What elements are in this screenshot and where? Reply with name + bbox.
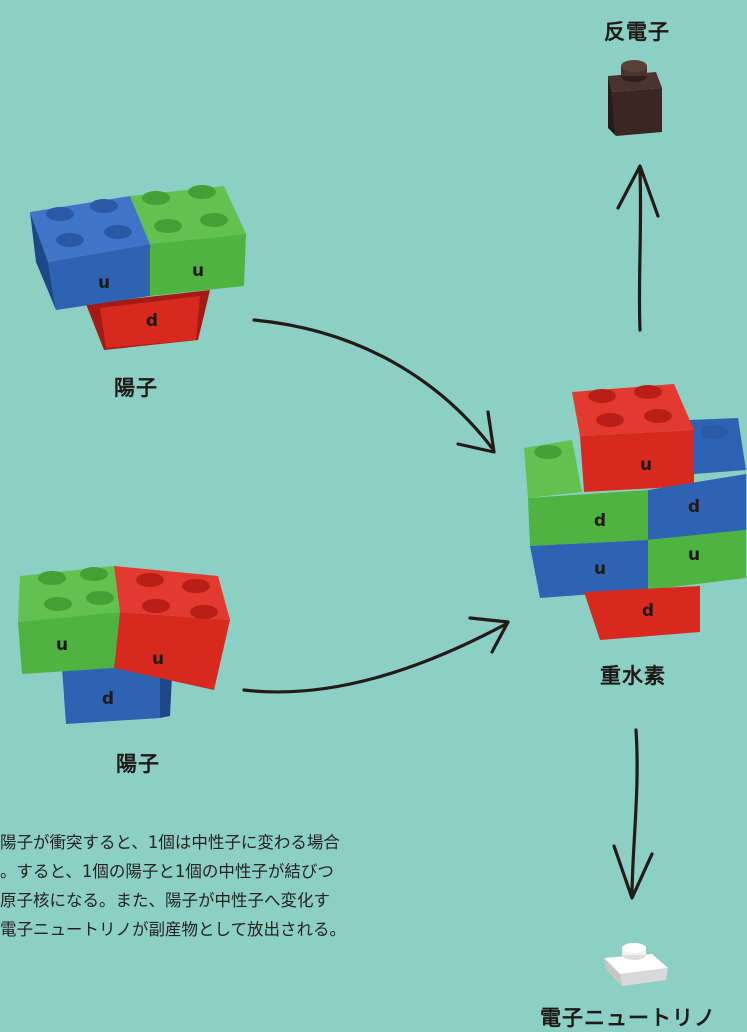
quark-label: u — [688, 545, 700, 565]
arrow-proton-top-head — [456, 410, 496, 454]
quark-brick-d: d — [62, 660, 172, 724]
deuterium-bricks: u d d u u d — [524, 384, 746, 640]
quark-brick-u: u — [572, 384, 694, 492]
deuterium-label: 重水素 — [600, 664, 666, 688]
quark-label: u — [594, 559, 606, 579]
quark-brick-u: u — [30, 196, 150, 310]
quark-label: d — [642, 601, 654, 621]
quark-brick-d: d — [524, 440, 648, 546]
caption-text: 陽子が衝突すると、1個は中性子に変わる場合 。すると、1個の陽子と1個の中性子が… — [0, 828, 470, 944]
quark-brick-u: u — [18, 566, 120, 674]
arrow-proton-top-to-deuterium — [252, 318, 494, 450]
quark-label: u — [192, 261, 204, 281]
caption-line: 陽子が衝突すると、1個は中性子に変わる場合 — [0, 833, 340, 852]
positron-brick — [608, 60, 662, 136]
quark-label: d — [146, 311, 158, 331]
caption-line: 電子ニュートリノが副産物として放出される。 — [0, 920, 347, 939]
quark-brick-u: u — [648, 530, 746, 590]
quark-brick-d: d — [584, 586, 700, 640]
arrow-up-head — [616, 164, 660, 218]
quark-brick-d: d — [648, 474, 746, 540]
positron-label: 反電子 — [604, 20, 670, 44]
quark-brick-u: u — [114, 566, 230, 690]
arrow-deuterium-to-positron — [637, 168, 643, 332]
neutrino-brick — [604, 943, 668, 986]
arrow-down-head — [612, 844, 654, 900]
quark-brick-d: d — [86, 290, 210, 350]
proton-top-bricks: d u u — [30, 185, 246, 350]
quark-label: u — [640, 455, 652, 475]
quark-label: d — [688, 497, 700, 517]
proton-bottom-label: 陽子 — [116, 752, 160, 776]
caption-line: 原子核になる。また、陽子が中性子へ変化す — [0, 891, 330, 910]
arrow-deuterium-to-neutrino — [630, 728, 639, 898]
arrow-proton-bottom-head — [468, 616, 510, 654]
quark-brick-u: u — [530, 540, 648, 598]
caption-line: 。すると、1個の陽子と1個の中性子が結びつ — [0, 862, 334, 881]
quark-label: d — [594, 511, 606, 531]
arrow-proton-bottom-to-deuterium — [242, 622, 508, 694]
quark-label: u — [98, 273, 110, 293]
quark-label: d — [102, 689, 114, 709]
quark-label: u — [56, 635, 68, 655]
proton-bottom-bricks: d u u — [18, 566, 230, 724]
quark-label: u — [152, 649, 164, 669]
quark-brick-u: u — [130, 185, 246, 296]
proton-top-label: 陽子 — [114, 376, 158, 400]
neutrino-label: 電子ニュートリノ — [540, 1006, 716, 1030]
